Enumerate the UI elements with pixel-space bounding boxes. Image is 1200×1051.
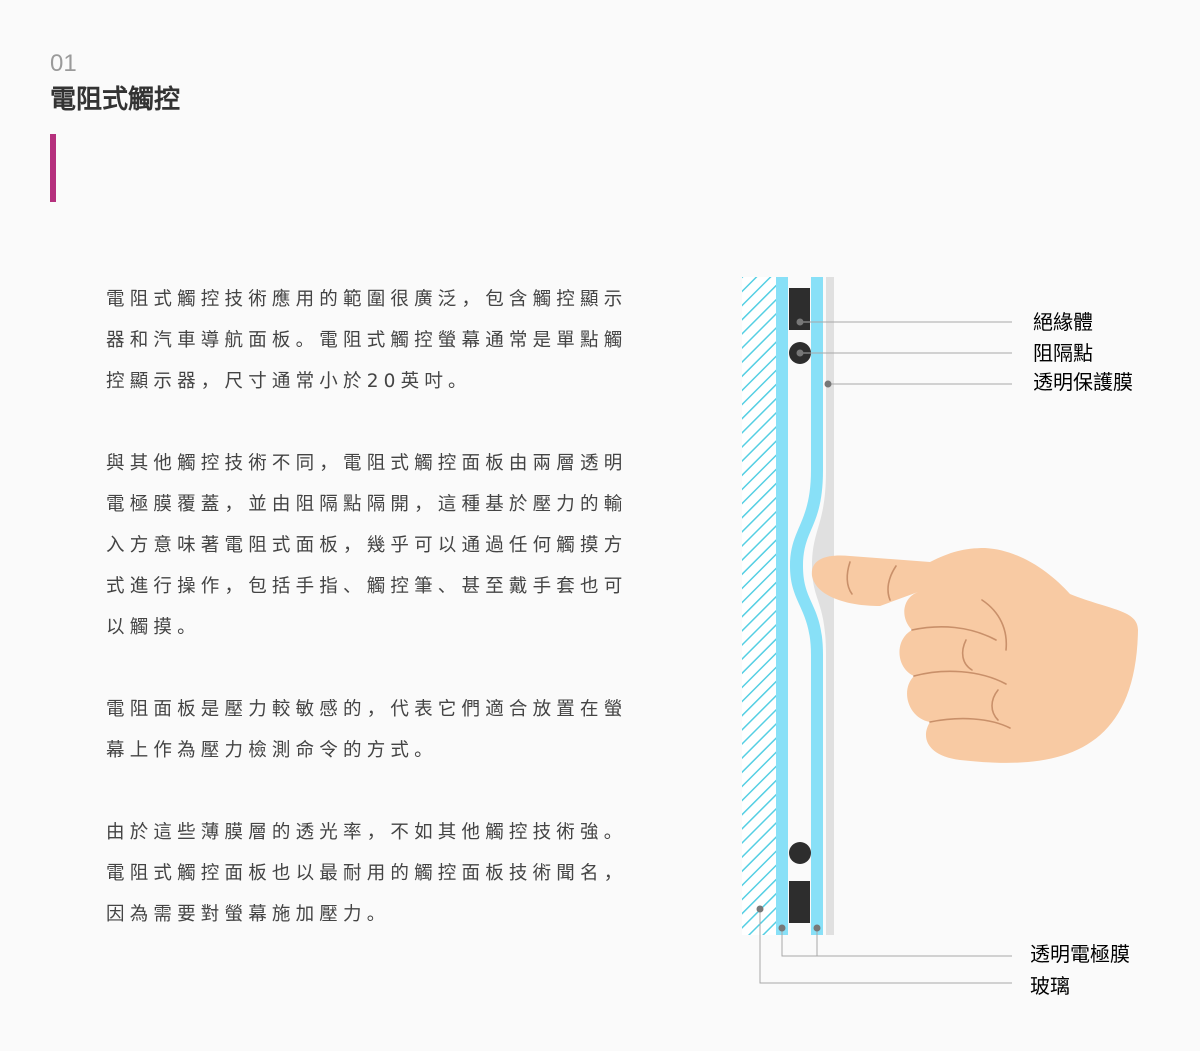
paragraph-3: 電阻面板是壓力較敏感的，代表它們適合放置在螢幕上作為壓力檢測命令的方式。	[106, 699, 628, 761]
paragraph-2: 與其他觸控技術不同，電阻式觸控面板由兩層透明電極膜覆蓋，並由阻隔點隔開，這種基於…	[106, 453, 628, 638]
inner-electrode-film	[776, 277, 788, 935]
protective-film	[812, 277, 834, 935]
spacer-dot-bottom	[789, 842, 811, 864]
label-electrode-film: 透明電極膜	[1030, 942, 1130, 966]
insulator-top	[789, 288, 810, 330]
page-title: 電阻式觸控	[50, 85, 181, 115]
insulator-bottom	[789, 881, 810, 923]
label-glass: 玻璃	[1030, 974, 1070, 998]
outer-electrode-film	[790, 277, 823, 935]
label-spacer-dot: 阻隔點	[1033, 341, 1093, 365]
accent-bar	[50, 134, 56, 202]
glass-layer	[742, 277, 776, 935]
leader-dots-bottom	[756, 905, 821, 932]
paragraph-1: 電阻式觸控技術應用的範圍很廣泛，包含觸控顯示器和汽車導航面板。電阻式觸控螢幕通常…	[106, 289, 628, 392]
leader-lines-top	[800, 321, 1012, 385]
leader-dots-top	[796, 318, 832, 388]
label-insulator: 絕緣體	[1033, 310, 1093, 334]
label-protective-film: 透明保護膜	[1033, 370, 1133, 394]
hand-illustration	[811, 548, 1138, 763]
section-number: 01	[50, 50, 77, 77]
body-text: 電阻式觸控技術應用的範圍很廣泛，包含觸控顯示器和汽車導航面板。電阻式觸控螢幕通常…	[106, 279, 646, 976]
paragraph-4: 由於這些薄膜層的透光率，不如其他觸控技術強。電阻式觸控面板也以最耐用的觸控面板技…	[106, 822, 628, 925]
leader-lines-bottom	[759, 909, 1012, 984]
